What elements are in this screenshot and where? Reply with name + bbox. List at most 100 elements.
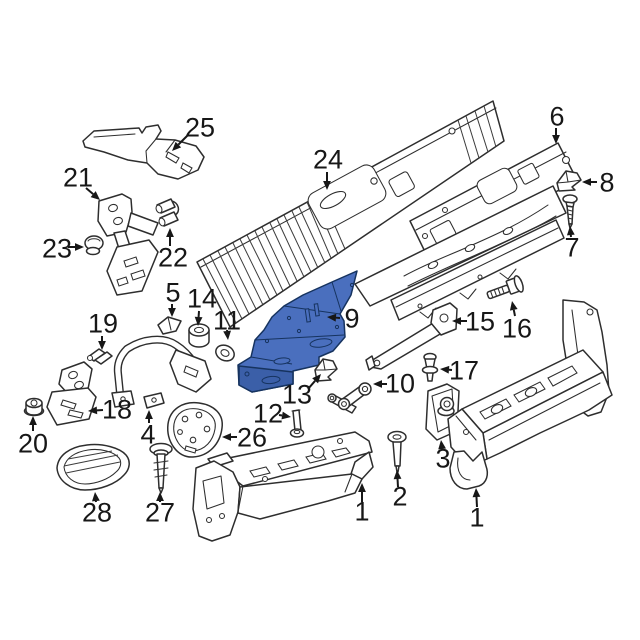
callout-arrow-head: [472, 488, 481, 498]
callout-arrow-line: [177, 134, 189, 146]
part-4-tube-bracket: [111, 335, 212, 409]
callout-arrow-head: [223, 330, 231, 340]
callout-7-7: 7: [564, 226, 580, 263]
callout-11-10: 11: [213, 306, 241, 340]
callout-18-19: 18: [88, 395, 132, 425]
callout-6-5: 6: [549, 102, 565, 144]
callout-arrow-head: [222, 433, 231, 441]
callout-17-15: 17: [440, 356, 479, 386]
callout-20-22: 20: [18, 416, 48, 459]
callout-5-8: 5: [165, 278, 181, 317]
callout-arrow-head: [194, 316, 203, 326]
callout-arrow-head: [145, 410, 153, 419]
callout-arrow-head: [452, 317, 461, 325]
part-2-shoulder-pin: [387, 430, 407, 473]
part-22-double-retainer-clip: [155, 198, 180, 227]
callout-1-26: 1: [469, 488, 485, 533]
callout-number-4: 4: [140, 420, 155, 450]
callout-23-2: 23: [42, 234, 84, 264]
callout-arrow-head: [168, 308, 176, 317]
callout-arrow-head: [509, 301, 518, 311]
callout-3-23: 3: [435, 440, 451, 474]
callout-27-28: 27: [145, 492, 175, 528]
callout-28-27: 28: [82, 492, 112, 528]
callout-arrow-head: [393, 470, 402, 480]
callout-arrow-head: [75, 243, 84, 251]
callout-arrow-head: [281, 411, 291, 420]
part-1-bumper-assembly-right: [447, 299, 613, 490]
callout-number-20: 20: [18, 429, 48, 459]
callout-number-13: 13: [282, 380, 312, 410]
callout-1-25: 1: [354, 483, 370, 527]
callout-number-25: 25: [185, 113, 215, 143]
callout-4-20: 4: [140, 410, 156, 450]
callout-arrow-head: [373, 380, 382, 388]
callout-arrow-line: [307, 380, 316, 390]
callout-arrow-head: [438, 440, 446, 450]
callout-number-14: 14: [187, 284, 217, 314]
callout-arrow-line: [475, 496, 478, 508]
callout-number-1: 1: [354, 497, 369, 527]
part-19-spacer: [86, 348, 113, 365]
callout-arrow-head: [166, 228, 174, 237]
callout-number-1: 1: [469, 503, 484, 533]
part-6-inner-reinforcement-panel: [354, 142, 578, 321]
callout-26-21: 26: [222, 423, 267, 453]
callout-arrow-head: [327, 313, 337, 322]
callout-arrow-line: [512, 309, 516, 317]
callout-number-21: 21: [63, 163, 93, 193]
callout-25-0: 25: [172, 113, 215, 151]
callout-arrow-head: [323, 181, 331, 190]
callout-arrow-line: [85, 187, 94, 195]
callout-arrow-head: [552, 135, 560, 144]
part-28-small-step-pad: [56, 443, 130, 491]
callout-number-27: 27: [145, 498, 175, 528]
callout-14-9: 14: [187, 284, 217, 326]
part-14-flange-nut: [188, 323, 210, 348]
part-12-stud: [289, 409, 305, 438]
part-24-bumper-step-pad: [196, 100, 505, 328]
callout-number-18: 18: [102, 395, 132, 425]
callout-number-28: 28: [82, 498, 112, 528]
part-25-support-bracket: [82, 124, 205, 180]
part-9-highlighted-mounting-bracket: [237, 270, 358, 393]
callout-21-1: 21: [63, 163, 100, 200]
part-5-clip: [157, 316, 182, 335]
callout-number-5: 5: [165, 278, 180, 308]
callout-number-16: 16: [502, 314, 532, 344]
callout-arrow-head: [92, 492, 100, 502]
callout-2-24: 2: [392, 470, 408, 512]
callout-arrow-head: [440, 365, 450, 374]
callout-number-26: 26: [237, 423, 267, 453]
callout-number-12: 12: [253, 399, 283, 429]
callout-13-17: 13: [282, 374, 321, 410]
callout-number-2: 2: [392, 482, 407, 512]
callout-16-14: 16: [502, 301, 532, 344]
callout-19-12: 19: [88, 309, 118, 350]
callout-number-8: 8: [599, 168, 614, 198]
callout-number-19: 19: [88, 309, 118, 339]
callout-number-23: 23: [42, 234, 72, 264]
callout-arrow-head: [566, 226, 575, 236]
part-16-hex-bolt: [486, 275, 524, 300]
part-8-retainer-clip: [556, 170, 582, 192]
part-7-screw: [562, 194, 578, 229]
callout-arrow-head: [358, 483, 366, 492]
callout-number-9: 9: [344, 304, 359, 334]
part-17-push-pin: [421, 352, 439, 382]
part-1-bumper-assembly-center: [192, 431, 374, 542]
callout-9-11: 9: [327, 304, 360, 334]
part-18-small-bracket: [46, 361, 97, 426]
callout-number-15: 15: [465, 307, 495, 337]
callout-24-4: 24: [313, 145, 343, 190]
callout-22-3: 22: [158, 228, 188, 273]
callout-12-18: 12: [253, 399, 291, 429]
part-26-bracket-pan: [167, 401, 223, 458]
part-10-link-arm: [327, 382, 372, 414]
part-21-mounting-bracket: [97, 193, 159, 296]
part-15-support-arm: [365, 302, 458, 371]
callout-number-11: 11: [213, 306, 241, 336]
